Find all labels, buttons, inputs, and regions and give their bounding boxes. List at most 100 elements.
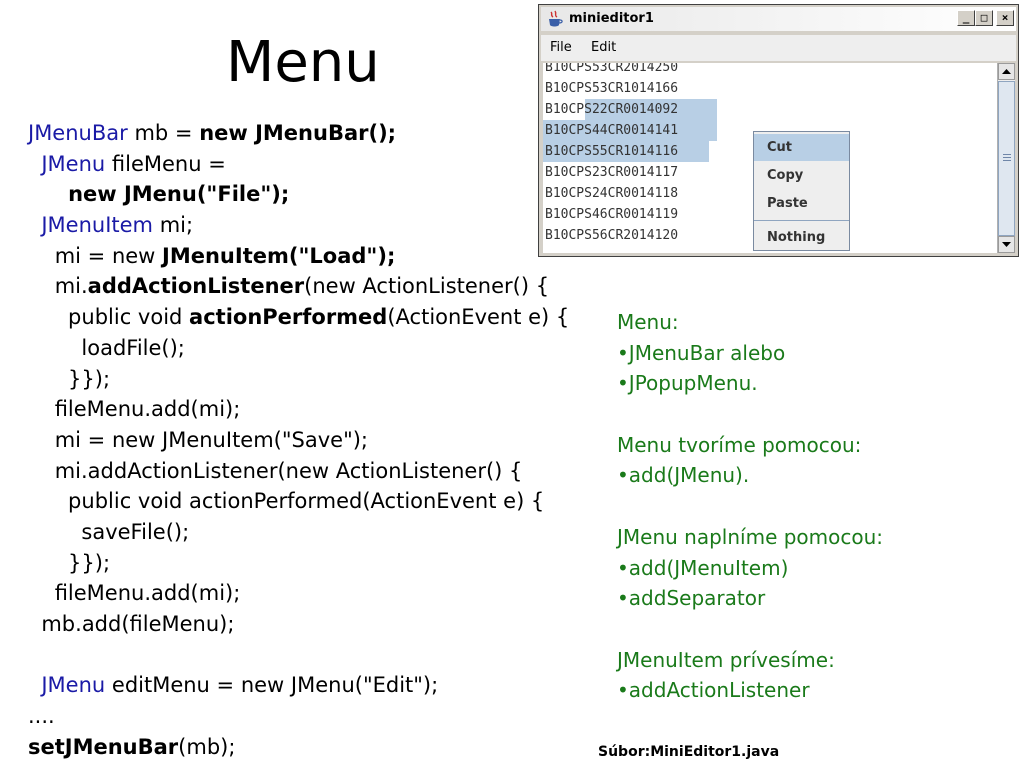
popup-separator	[754, 220, 849, 221]
code-text: mi = new	[28, 243, 163, 268]
popup-item-paste[interactable]: Paste	[767, 196, 808, 211]
code-text	[28, 152, 41, 176]
menu-edit[interactable]: Edit	[591, 40, 617, 55]
code-text: mi;	[153, 213, 194, 238]
code-line: fileMenu.add(mi);	[28, 578, 628, 609]
code-keyword: JMenu	[41, 151, 106, 176]
code-line: mi.addActionListener(new ActionListener(…	[28, 271, 628, 302]
code-text: actionPerformed	[189, 305, 388, 330]
vertical-scrollbar[interactable]	[997, 63, 1015, 253]
menubar: File Edit	[541, 35, 1016, 61]
code-text: ....	[28, 704, 55, 729]
note-line: •add(JMenuItem)	[617, 555, 789, 580]
list-item[interactable]: B10CPS44CR0014141	[545, 123, 679, 138]
code-text: mi.addActionListener(new ActionListener(…	[28, 458, 523, 483]
scroll-up-button[interactable]	[998, 63, 1015, 80]
window-title: minieditor1	[569, 11, 654, 26]
selection-highlight	[543, 120, 717, 141]
scroll-down-button[interactable]	[998, 236, 1015, 253]
list-item[interactable]: B10CPS56CR2014120	[545, 228, 679, 243]
popup-item-cut[interactable]: Cut	[754, 134, 849, 161]
list-item[interactable]: B10CPS22CR0014092	[545, 102, 679, 117]
popup-item-nothing[interactable]: Nothing	[767, 230, 826, 245]
code-text	[28, 182, 68, 206]
code-text: mb =	[127, 121, 200, 145]
code-keyword: JMenuItem	[41, 213, 154, 238]
code-line: }});	[28, 364, 628, 395]
menu-file[interactable]: File	[550, 40, 572, 55]
code-line: public void actionPerformed(ActionEvent …	[28, 486, 628, 517]
code-text: loadFile();	[28, 335, 185, 360]
note-line: •JPopupMenu.	[617, 371, 758, 396]
note-line	[617, 614, 997, 645]
code-line: JMenu editMenu = new JMenu("Edit");	[28, 670, 628, 701]
window-titlebar[interactable]: minieditor1 _ □ ×	[541, 7, 1016, 31]
code-text: new JMenu("File");	[68, 182, 290, 207]
code-line: loadFile();	[28, 333, 628, 364]
slide-title: Menu	[226, 30, 380, 95]
minieditor-window: minieditor1 _ □ × File Edit B10CPS53CR20…	[538, 4, 1019, 257]
code-text: public void	[28, 305, 190, 330]
code-text: (new ActionListener() {	[304, 274, 550, 299]
code-line: fileMenu.add(mi);	[28, 394, 628, 425]
code-keyword: JMenuBar	[28, 121, 128, 145]
code-block: JMenuBar mb = new JMenuBar(); JMenu file…	[28, 118, 628, 762]
code-line: new JMenu("File");	[28, 179, 628, 210]
file-footer: Súbor:MiniEditor1.java	[598, 744, 780, 760]
minimize-button[interactable]: _	[957, 10, 975, 26]
note-line: Menu tvoríme pomocou:	[617, 432, 862, 457]
code-text: saveFile();	[28, 519, 190, 544]
code-line: JMenuBar mb = new JMenuBar();	[28, 118, 628, 149]
list-item[interactable]: B10CPS46CR0014119	[545, 207, 679, 222]
list-item[interactable]: B10CPS53CR2014250	[545, 63, 679, 75]
list-item[interactable]: B10CPS53CR1014166	[545, 81, 679, 96]
code-text: }});	[28, 366, 111, 391]
code-keyword: JMenu	[41, 673, 106, 698]
close-button[interactable]: ×	[996, 10, 1014, 26]
code-line: }});	[28, 548, 628, 579]
code-text: mi.	[28, 274, 88, 299]
list-item[interactable]: B10CPS55CR1014116	[545, 144, 679, 159]
code-text	[28, 673, 41, 697]
code-line: JMenu fileMenu =	[28, 149, 628, 180]
code-text: mb.add(fileMenu);	[28, 612, 235, 636]
code-line: mi = new JMenuItem("Save");	[28, 425, 628, 456]
code-text: (ActionEvent e) {	[387, 305, 570, 330]
selection-highlight	[543, 141, 709, 162]
note-line: JMenuItem prívesíme:	[617, 647, 835, 672]
java-cup-icon	[549, 10, 563, 27]
popup-menu: Cut Copy Paste Nothing	[753, 131, 850, 251]
scroll-thumb[interactable]	[998, 81, 1015, 236]
code-text: editMenu = new JMenu("Edit");	[105, 673, 439, 698]
list-item[interactable]: B10CPS24CR0014118	[545, 186, 679, 201]
code-text: JMenuItem("Load");	[162, 243, 396, 268]
note-line	[617, 399, 997, 430]
code-text: addActionListener	[87, 274, 305, 299]
code-text: fileMenu.add(mi);	[28, 397, 241, 422]
note-line: •JMenuBar alebo	[617, 340, 786, 365]
code-text: fileMenu =	[105, 151, 226, 176]
code-line: JMenuItem mi;	[28, 210, 628, 241]
code-line: public void actionPerformed(ActionEvent …	[28, 302, 628, 333]
code-line	[28, 640, 628, 671]
code-line: setJMenuBar(mb);	[28, 732, 628, 763]
arrow-up-icon	[1002, 69, 1011, 74]
code-text: mi = new JMenuItem("Save");	[28, 427, 368, 452]
code-text: new JMenuBar();	[199, 121, 397, 145]
code-text: public void actionPerformed(ActionEvent …	[28, 489, 545, 514]
note-line: JMenu naplníme pomocou:	[617, 524, 884, 549]
code-text	[28, 213, 41, 237]
popup-item-copy[interactable]: Copy	[767, 168, 804, 183]
selection-highlight	[585, 99, 717, 120]
code-line: mb.add(fileMenu);	[28, 609, 628, 640]
list-item[interactable]: B10CPS23CR0014117	[545, 165, 679, 180]
code-text: fileMenu.add(mi);	[28, 581, 241, 606]
code-line: mi.addActionListener(new ActionListener(…	[28, 456, 628, 487]
code-text: setJMenuBar	[28, 734, 179, 759]
code-line: ....	[28, 701, 628, 732]
code-line: mi = new JMenuItem("Load");	[28, 241, 628, 272]
code-text: }});	[28, 550, 111, 575]
note-line: •addActionListener	[617, 678, 810, 703]
note-line	[617, 491, 997, 522]
maximize-button[interactable]: □	[975, 10, 993, 26]
